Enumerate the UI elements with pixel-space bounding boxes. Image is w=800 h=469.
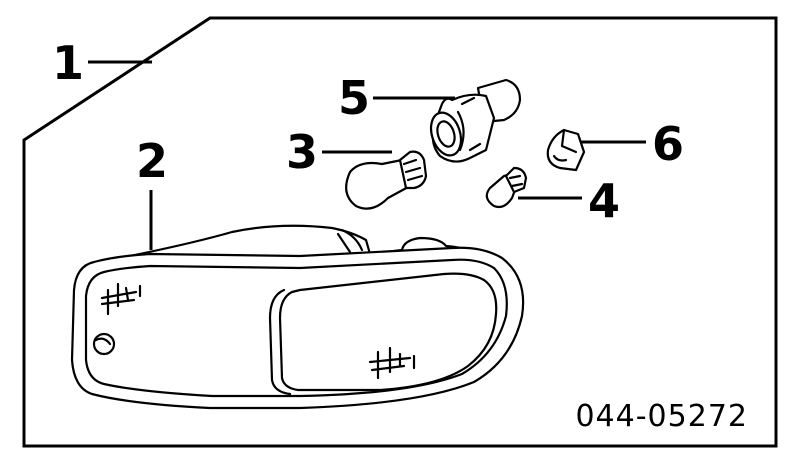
callout-1: 1 [52, 36, 84, 90]
clip-part [546, 128, 586, 172]
callout-6: 6 [652, 117, 684, 171]
part-number-label: 044-05272 [575, 399, 748, 434]
callout-4: 4 [588, 174, 620, 228]
small-bulb-part [485, 166, 528, 209]
diagram-frame [22, 16, 778, 448]
callout-3: 3 [286, 125, 318, 179]
callout-5: 5 [338, 71, 370, 125]
bulb-socket-part [429, 78, 522, 163]
callout-2: 2 [136, 134, 168, 188]
large-bulb-part [345, 150, 428, 210]
lamp-housing-part [70, 224, 525, 410]
